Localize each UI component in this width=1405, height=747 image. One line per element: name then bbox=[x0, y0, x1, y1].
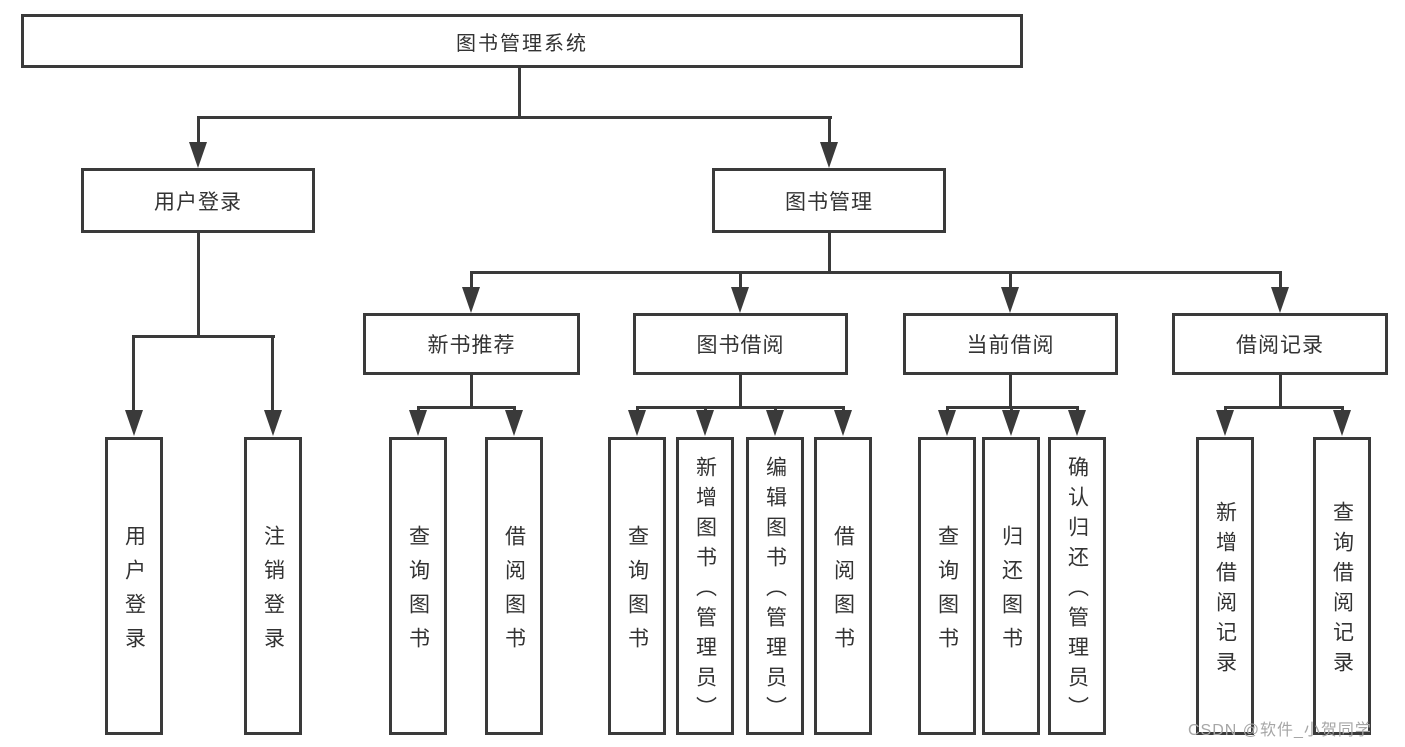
connector-line bbox=[417, 406, 516, 409]
node-label: 查询借阅记录 bbox=[1330, 500, 1354, 681]
node-label: 借阅图书 bbox=[502, 524, 526, 661]
connector-line bbox=[470, 271, 1281, 274]
leaf-logout: 注销登录 bbox=[244, 437, 302, 735]
leaf-return-book: 归还图书 bbox=[982, 437, 1040, 735]
connector-line bbox=[518, 67, 521, 117]
connector-line bbox=[739, 375, 742, 408]
connector-line bbox=[828, 233, 831, 273]
node-library-management-system: 图书管理系统 bbox=[21, 14, 1023, 68]
arrow-down-icon bbox=[628, 410, 646, 436]
node-current-borrowing: 当前借阅 bbox=[903, 313, 1118, 375]
connector-line bbox=[1076, 406, 1079, 412]
connector-line bbox=[470, 271, 473, 289]
node-label: 新书推荐 bbox=[427, 334, 516, 357]
arrow-down-icon bbox=[696, 410, 714, 436]
node-label: 用户登录 bbox=[122, 524, 146, 661]
connector-line bbox=[197, 233, 200, 337]
leaf-confirm-return-admin: 确认归还（管理员） bbox=[1048, 437, 1106, 735]
connector-line bbox=[1279, 271, 1282, 289]
connector-line bbox=[704, 406, 707, 412]
connector-line bbox=[417, 406, 420, 412]
arrow-down-icon bbox=[505, 410, 523, 436]
leaf-add-book-admin: 新增图书（管理员） bbox=[676, 437, 734, 735]
node-label: 查询图书 bbox=[625, 524, 649, 661]
node-label: 查询图书 bbox=[406, 524, 430, 661]
connector-line bbox=[197, 116, 832, 119]
node-label: 借阅图书 bbox=[831, 524, 855, 661]
leaf-query-books-recommend: 查询图书 bbox=[389, 437, 447, 735]
connector-line bbox=[636, 406, 845, 409]
leaf-borrow-books-borrowing: 借阅图书 bbox=[814, 437, 872, 735]
arrow-down-icon bbox=[189, 142, 207, 168]
connector-line bbox=[1341, 406, 1344, 412]
connector-line bbox=[271, 335, 274, 412]
arrow-down-icon bbox=[766, 410, 784, 436]
connector-line bbox=[132, 335, 275, 338]
connector-line bbox=[636, 406, 639, 412]
node-label: 当前借阅 bbox=[966, 334, 1055, 357]
connector-line bbox=[470, 375, 473, 408]
arrow-down-icon bbox=[462, 287, 480, 313]
connector-line bbox=[1009, 271, 1012, 289]
arrow-down-icon bbox=[125, 410, 143, 436]
arrow-down-icon bbox=[1333, 410, 1351, 436]
node-borrowing-records: 借阅记录 bbox=[1172, 313, 1388, 375]
leaf-add-borrow-record: 新增借阅记录 bbox=[1196, 437, 1254, 735]
node-user-login: 用户登录 bbox=[81, 168, 315, 233]
node-label: 新增图书（管理员） bbox=[693, 455, 717, 726]
node-label: 查询图书 bbox=[935, 524, 959, 661]
node-label: 归还图书 bbox=[999, 524, 1023, 661]
node-label: 图书管理系统 bbox=[456, 32, 588, 55]
arrow-down-icon bbox=[731, 287, 749, 313]
arrow-down-icon bbox=[834, 410, 852, 436]
connector-line bbox=[842, 406, 845, 412]
leaf-borrow-books-recommend: 借阅图书 bbox=[485, 437, 543, 735]
connector-line bbox=[132, 335, 135, 412]
arrow-down-icon bbox=[264, 410, 282, 436]
leaf-query-borrow-record: 查询借阅记录 bbox=[1313, 437, 1371, 735]
connector-line bbox=[828, 116, 831, 144]
node-label: 图书管理 bbox=[785, 190, 873, 214]
leaf-user-login: 用户登录 bbox=[105, 437, 163, 735]
leaf-edit-book-admin: 编辑图书（管理员） bbox=[746, 437, 804, 735]
node-label: 确认归还（管理员） bbox=[1065, 455, 1089, 726]
node-new-book-recommendation: 新书推荐 bbox=[363, 313, 580, 375]
connector-line bbox=[1224, 406, 1343, 409]
connector-line bbox=[774, 406, 777, 412]
csdn-watermark: CSDN @软件_小贺同学 bbox=[1188, 722, 1372, 739]
node-label: 注销登录 bbox=[261, 524, 285, 661]
node-book-management: 图书管理 bbox=[712, 168, 946, 233]
arrow-down-icon bbox=[938, 410, 956, 436]
node-label: 新增借阅记录 bbox=[1213, 500, 1237, 681]
arrow-down-icon bbox=[1001, 287, 1019, 313]
arrow-down-icon bbox=[409, 410, 427, 436]
arrow-down-icon bbox=[820, 142, 838, 168]
arrow-down-icon bbox=[1271, 287, 1289, 313]
connector-line bbox=[197, 116, 200, 144]
arrow-down-icon bbox=[1002, 410, 1020, 436]
arrow-down-icon bbox=[1216, 410, 1234, 436]
node-label: 编辑图书（管理员） bbox=[763, 455, 787, 726]
node-label: 图书借阅 bbox=[696, 334, 785, 357]
leaf-query-books-borrowing: 查询图书 bbox=[608, 437, 666, 735]
connector-line bbox=[513, 406, 516, 412]
connector-line bbox=[1009, 375, 1012, 408]
connector-line bbox=[739, 271, 742, 289]
node-label: 用户登录 bbox=[154, 190, 242, 214]
connector-line bbox=[1279, 375, 1282, 408]
node-label: 借阅记录 bbox=[1236, 334, 1324, 357]
arrow-down-icon bbox=[1068, 410, 1086, 436]
connector-line bbox=[1224, 406, 1227, 412]
connector-line bbox=[946, 406, 949, 412]
node-book-borrowing: 图书借阅 bbox=[633, 313, 848, 375]
leaf-query-books-current: 查询图书 bbox=[918, 437, 976, 735]
connector-line bbox=[1010, 406, 1013, 412]
